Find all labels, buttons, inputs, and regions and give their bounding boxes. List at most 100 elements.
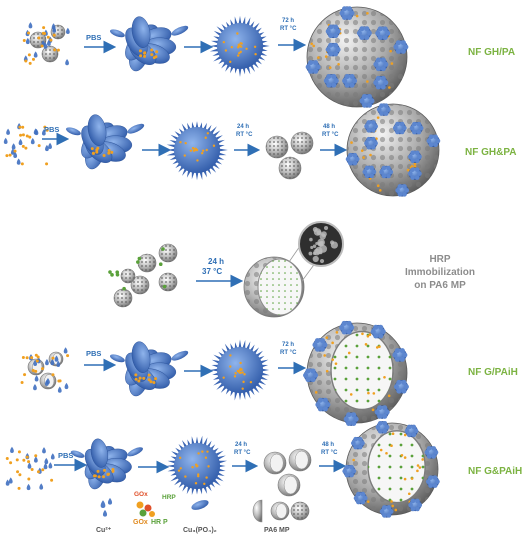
enzyme-dot — [93, 474, 97, 478]
step-time: 24 h — [208, 257, 224, 266]
nanoflower-lobe — [369, 98, 375, 104]
cu-droplet-icon — [65, 27, 70, 34]
sem-texture — [321, 231, 327, 238]
cu-droplet-icon — [54, 355, 59, 362]
nanoflower-lobe — [346, 412, 352, 418]
nanoflower-lobe — [373, 140, 378, 146]
enzyme-dot — [241, 387, 244, 390]
enzyme-dot — [400, 453, 404, 457]
nanoflower-lobe — [382, 421, 388, 426]
enzyme-dot — [106, 473, 110, 477]
nanoflower-lobe — [349, 74, 355, 80]
nanoflower-early-icon — [109, 16, 189, 72]
enzyme-dot — [237, 51, 241, 55]
nanoflower-lobe — [410, 175, 415, 180]
cu-droplet-icon — [41, 129, 46, 136]
nanoflower-lobe — [328, 51, 334, 57]
nanoflower-lobe — [345, 156, 351, 162]
sem-texture — [319, 244, 328, 253]
nanoflower-lobe — [396, 388, 402, 394]
enzyme-dot — [328, 66, 332, 69]
nanoflower-lobe — [366, 128, 372, 133]
nanoflower-lobe — [357, 436, 363, 442]
nanoflower-lobe — [379, 169, 384, 175]
enzyme-dot — [331, 341, 334, 345]
enzyme-dot — [237, 43, 240, 46]
nanoflower-lobe — [428, 483, 433, 488]
nanoflower-lobe — [325, 47, 331, 53]
enzyme-dot — [207, 465, 210, 468]
cu-droplet-icon — [44, 457, 49, 465]
nanoflower-lobe — [408, 154, 413, 160]
enzyme-dot — [56, 48, 60, 52]
nanoflower-lobe — [366, 120, 372, 125]
enzyme-dot — [147, 378, 151, 382]
nanoflower-lobe — [331, 73, 337, 79]
cu-droplet-icon — [10, 148, 15, 155]
nanoflower-lobe — [384, 409, 390, 415]
enzyme-dot — [96, 146, 100, 150]
nanoflower-lobe — [416, 121, 422, 127]
nanoflower-lobe — [364, 34, 370, 40]
enzyme-dot — [249, 380, 253, 384]
enzyme-dot — [366, 335, 370, 338]
enzyme-dot — [31, 57, 35, 61]
nanoflower-lobe — [373, 333, 379, 339]
pa6-cut-face — [275, 503, 288, 519]
nanoflower-lobe — [314, 346, 320, 352]
nanoflower-lobe — [366, 30, 372, 36]
nanoflower-lobe — [351, 468, 357, 474]
nanoflower-lobe — [323, 78, 329, 84]
nanoflower-lobe — [314, 338, 320, 344]
nanoflower-mature-icon — [166, 121, 228, 181]
nanoflower-lobe — [366, 136, 372, 142]
nanoflower-lobe — [373, 80, 379, 86]
cu-droplet-icon — [52, 26, 57, 33]
nanoflower-petal — [87, 114, 107, 146]
nanoflower-lobe — [380, 57, 386, 63]
row-label: NF G&PAiH — [468, 466, 522, 477]
enzyme-dot — [25, 356, 29, 360]
nanoflower-lobe — [349, 464, 354, 470]
enzyme-dot — [337, 62, 340, 66]
nanoflower-lobe — [319, 338, 325, 344]
nanoflower-mature-icon — [166, 435, 228, 495]
enzyme-dot — [28, 61, 32, 65]
enzyme-dot — [379, 448, 383, 452]
enzyme-dot — [46, 35, 50, 39]
enzyme-dot — [360, 149, 364, 152]
nanoflower-lobe — [374, 409, 380, 415]
nanoflower-lobe — [395, 48, 401, 54]
nanoflower-petal — [90, 438, 109, 468]
hrp-dot — [122, 286, 126, 291]
enzyme-dot — [184, 475, 187, 478]
enzyme-dot — [90, 147, 94, 151]
loose-petal — [65, 127, 81, 136]
enzyme-dot — [45, 162, 49, 166]
cu-droplet-icon — [30, 137, 35, 145]
nanoflower-lobe — [351, 412, 357, 418]
nanoflower-lobe — [364, 140, 369, 146]
step-temp: RT °C — [322, 132, 339, 138]
nanoflower-early-icon — [70, 438, 143, 490]
nanoflower-lobe — [386, 165, 391, 171]
enzyme-dot — [16, 470, 20, 474]
nanoflower-lobe — [353, 416, 359, 422]
pa6-cut-face — [294, 450, 309, 470]
nanoflower-lobe — [370, 329, 376, 335]
nanoflower-mature-icon — [209, 339, 270, 401]
nanoflower-lobe — [395, 121, 400, 127]
enzyme-dot — [37, 36, 41, 40]
step-label: PBS — [86, 33, 101, 42]
enzyme-dot — [229, 60, 232, 64]
nanoflower-lobe — [333, 33, 339, 39]
enzyme-dot — [239, 42, 242, 45]
enzyme-dot — [239, 367, 242, 370]
enzyme-dot — [179, 141, 182, 144]
enzyme-dot — [206, 450, 209, 453]
enzyme-dot — [406, 168, 410, 172]
